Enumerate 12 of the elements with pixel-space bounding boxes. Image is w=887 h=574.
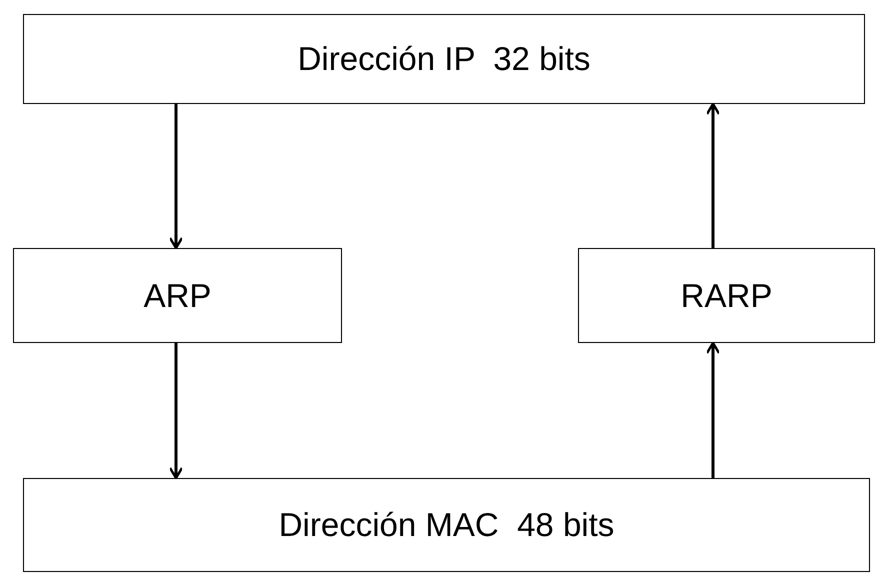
- process-box: [13, 248, 342, 343]
- arrow: [706, 102, 720, 248]
- box-label: Dirección MAC 48 bits: [278, 506, 614, 544]
- box-label: Dirección IP 32 bits: [298, 40, 590, 78]
- box-label: RARP: [680, 276, 772, 314]
- arrow: [706, 342, 720, 478]
- process-box: [23, 478, 870, 572]
- process-box: [578, 248, 875, 343]
- arrow: [168, 104, 184, 250]
- box-label: ARP: [144, 276, 212, 314]
- arrow: [168, 343, 184, 480]
- process-box: [23, 14, 865, 104]
